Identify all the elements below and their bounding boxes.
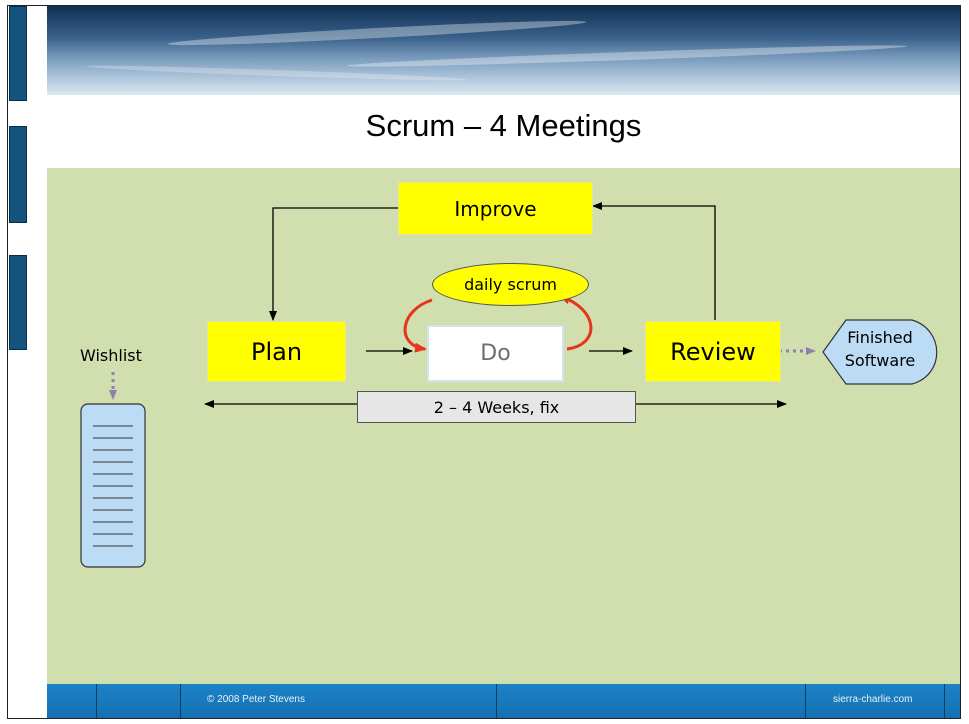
wishlist-lines	[93, 425, 133, 547]
do-label: Do	[480, 341, 511, 366]
plan-box: Plan	[207, 321, 346, 382]
header-banner	[47, 6, 960, 95]
finished-software-line2: Software	[844, 351, 916, 370]
footer-bar: © 2008 Peter Stevens sierra-charlie.com	[47, 684, 960, 719]
wishlist-label: Wishlist	[80, 346, 142, 365]
slide-title: Scrum – 4 Meetings	[365, 108, 642, 143]
finished-software-label: Finished Software	[826, 326, 934, 372]
review-to-improve-arrow	[592, 202, 716, 320]
side-tab-3	[9, 255, 27, 350]
side-tab-1	[9, 6, 27, 101]
improve-label: Improve	[454, 196, 537, 221]
footer-copyright: © 2008 Peter Stevens	[207, 694, 305, 705]
finished-software-shape	[822, 319, 938, 385]
review-box: Review	[645, 321, 781, 382]
improve-to-plan-arrow	[269, 207, 398, 321]
finished-software-line1: Finished	[847, 328, 913, 347]
improve-box: Improve	[398, 182, 593, 235]
side-tab-2	[9, 126, 27, 223]
do-box: Do	[427, 325, 564, 382]
plan-label: Plan	[250, 337, 303, 366]
daily-scrum-right-loop	[558, 294, 593, 351]
duration-label: 2 – 4 Weeks, fix	[433, 397, 560, 417]
daily-scrum-label: daily scrum	[464, 275, 557, 294]
daily-scrum-left-loop	[403, 298, 433, 353]
review-label: Review	[670, 337, 756, 366]
daily-scrum-ellipse: daily scrum	[432, 263, 589, 306]
footer-site: sierra-charlie.com	[833, 694, 913, 705]
content-area	[47, 168, 960, 684]
duration-box: 2 – 4 Weeks, fix	[357, 391, 636, 423]
